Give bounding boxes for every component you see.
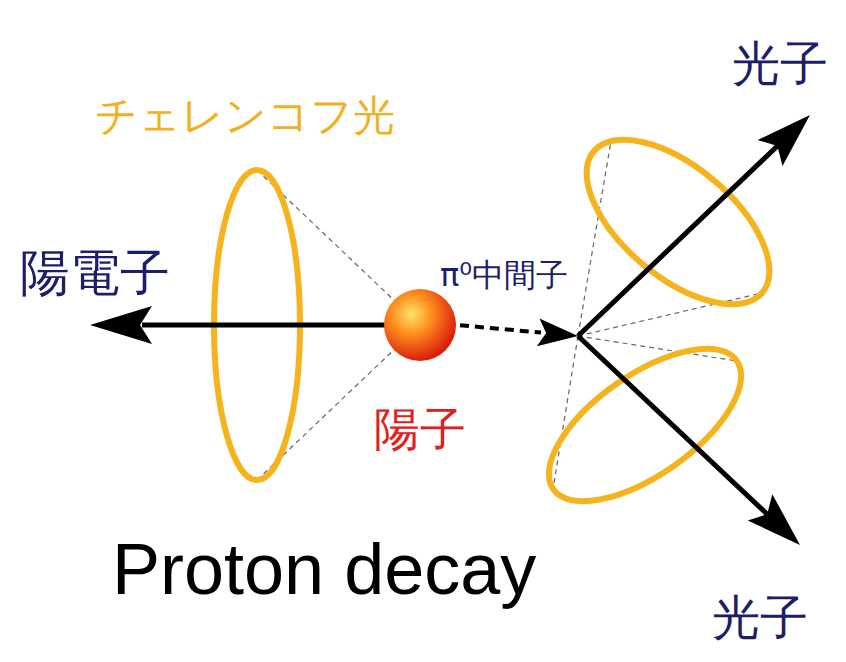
- proton-ball: [383, 288, 457, 362]
- proton-node: 陽子: [383, 288, 457, 362]
- particle-label: π⁰中間子: [440, 256, 568, 294]
- cherenkov-ring: [558, 109, 797, 335]
- particle-label: 陽電子: [20, 244, 170, 302]
- label-box: 光子: [732, 36, 828, 91]
- particle-label: 光子: [712, 589, 808, 645]
- pion-arrow: [460, 319, 578, 347]
- label-box: 陽電子: [20, 245, 170, 303]
- caption: Proton decay: [112, 529, 536, 609]
- photon-arrow: [578, 336, 800, 545]
- photon-arrow: [578, 115, 810, 336]
- particle-label: 光子: [732, 35, 828, 91]
- label-box: チェレンコフ光: [95, 92, 395, 140]
- label-box: 光子: [712, 590, 808, 645]
- caption-box: Proton decay: [112, 528, 536, 611]
- cherenkov-label: チェレンコフ光: [95, 91, 395, 140]
- proton-label: 陽子: [374, 403, 466, 456]
- cherenkov-ring: [525, 320, 766, 530]
- positron-arrow: [90, 306, 385, 344]
- label-box: π⁰中間子: [440, 257, 568, 294]
